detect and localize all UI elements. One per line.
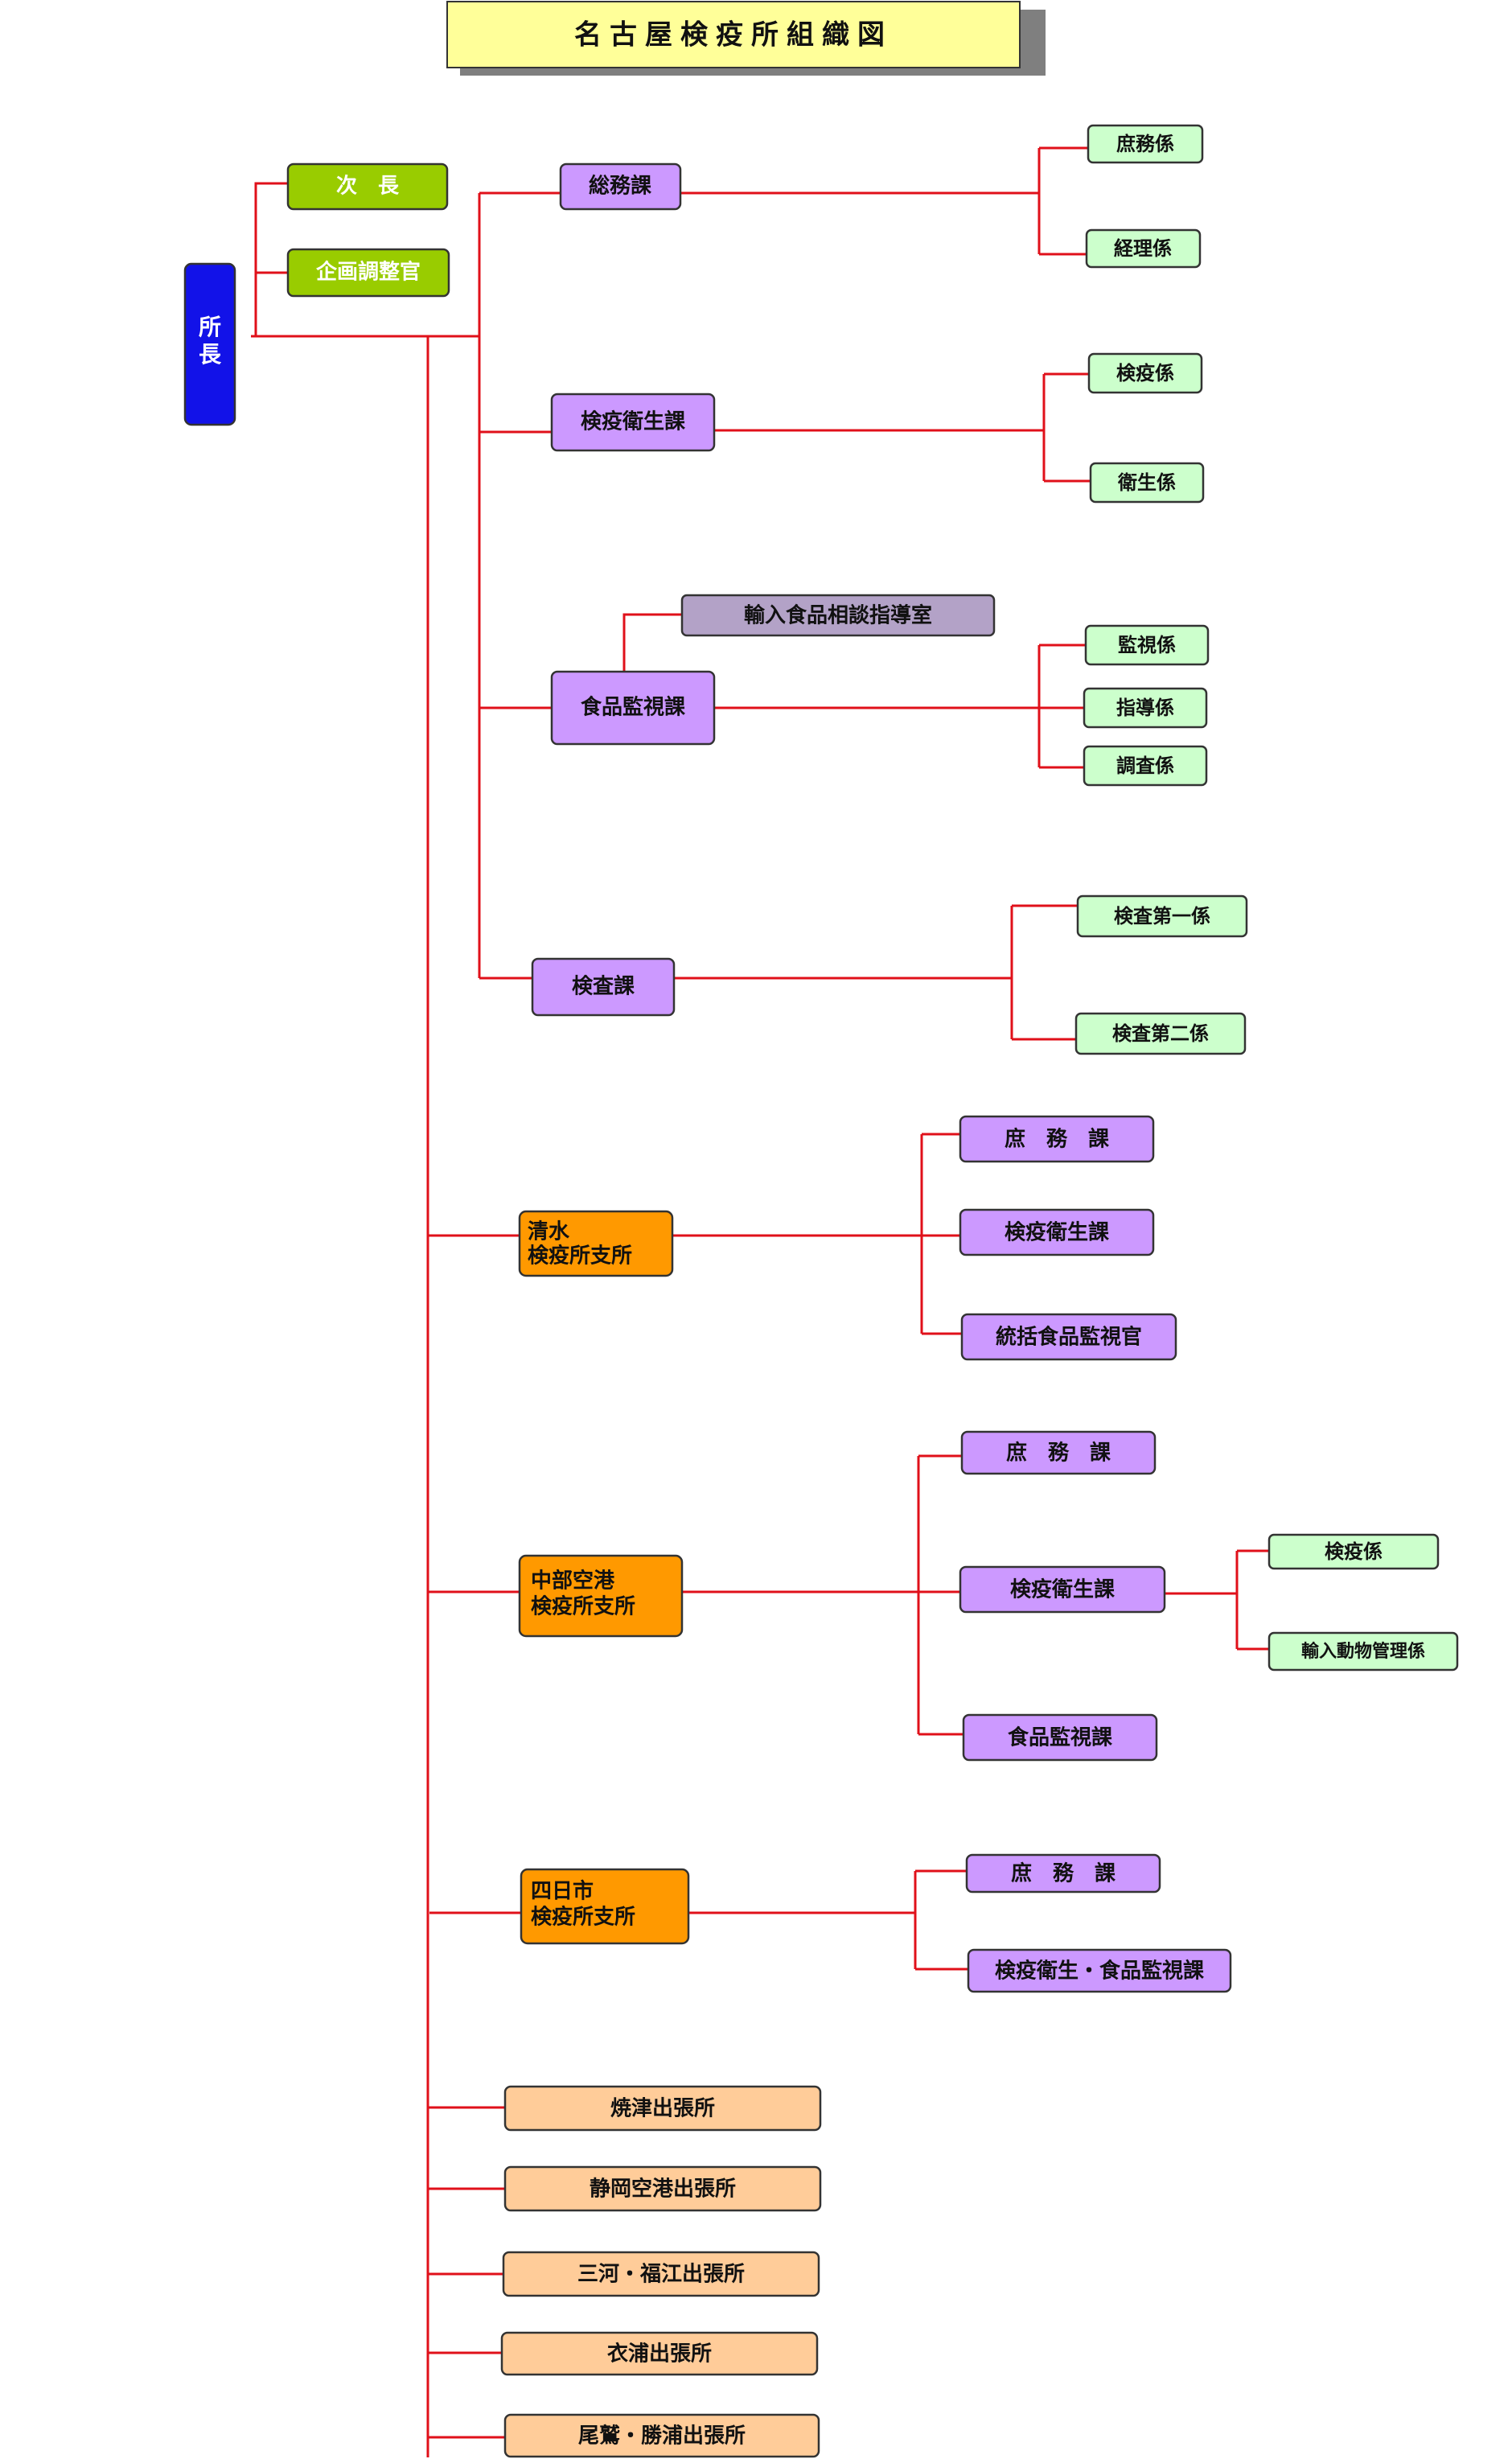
branch-label-2: 検疫所支所 xyxy=(528,1244,632,1269)
section-label: 総務課 xyxy=(589,174,652,199)
section-food-monitoring: 食品監視課 xyxy=(550,670,716,746)
branch-chubu-airport: 中部空港 検疫所支所 xyxy=(518,1554,684,1638)
sub-office-box: 衣浦出張所 xyxy=(500,2331,819,2376)
branch-section-box: 庶 務 課 xyxy=(965,1853,1161,1894)
unit-label: 指導係 xyxy=(1116,697,1174,719)
unit-box: 調査係 xyxy=(1083,745,1208,787)
section-label: 検査課 xyxy=(572,974,635,999)
director-label-2: 長 xyxy=(199,341,222,368)
unit-box: 衛生係 xyxy=(1089,462,1205,504)
sub-office-label: 衣浦出張所 xyxy=(607,2342,712,2366)
unit-label: 輸入動物管理係 xyxy=(1301,1641,1425,1662)
unit-box: 検査第一係 xyxy=(1076,894,1248,938)
branch-section-box: 庶 務 課 xyxy=(959,1115,1155,1163)
branch-label-2: 検疫所支所 xyxy=(531,1905,635,1930)
deputy-director-box: 次 長 xyxy=(286,162,449,211)
section-label: 食品監視課 xyxy=(581,695,686,720)
unit-box: 監視係 xyxy=(1084,624,1210,666)
branch-section-box: 統括食品監視官 xyxy=(960,1313,1177,1361)
section-general-affairs: 総務課 xyxy=(559,162,682,211)
section-label: 検疫衛生課 xyxy=(581,409,686,434)
connector-lines xyxy=(251,146,1269,2457)
branch-section-label: 庶 務 課 xyxy=(1011,1861,1116,1886)
unit-box: 検疫係 xyxy=(1268,1533,1440,1570)
chart-title-text: 名古屋検疫所組織図 xyxy=(574,19,893,51)
deputy-director-label: 次 長 xyxy=(336,175,400,199)
branch-section-box: 検疫衛生課 xyxy=(959,1565,1166,1614)
unit-box: 指導係 xyxy=(1083,687,1208,729)
unit-box: 輸入動物管理係 xyxy=(1268,1631,1459,1672)
unit-label: 検疫係 xyxy=(1116,362,1174,384)
unit-label: 検査第一係 xyxy=(1114,905,1210,927)
section-quarantine-hygiene: 検疫衛生課 xyxy=(550,393,716,452)
branch-label-2: 検疫所支所 xyxy=(531,1594,635,1619)
imported-food-consultation-room: 輸入食品相談指導室 xyxy=(680,594,996,637)
unit-box: 検疫係 xyxy=(1087,352,1203,394)
unit-box: 庶務係 xyxy=(1087,124,1204,164)
planning-officer-box: 企画調整官 xyxy=(286,248,450,298)
branch-shimizu: 清水 検疫所支所 xyxy=(518,1210,674,1277)
sub-office-box: 焼津出張所 xyxy=(503,2085,822,2132)
branch-section-box: 検疫衛生・食品監視課 xyxy=(967,1948,1232,1993)
sub-office-box: 尾鷲・勝浦出張所 xyxy=(503,2413,820,2458)
unit-label: 調査係 xyxy=(1116,755,1174,777)
branch-yokkaichi: 四日市 検疫所支所 xyxy=(520,1868,690,1945)
branch-section-box: 食品監視課 xyxy=(962,1713,1158,1762)
branch-section-label: 庶 務 課 xyxy=(1006,1441,1111,1466)
branch-section-label: 検疫衛生課 xyxy=(1010,1577,1116,1602)
unit-box: 検査第二係 xyxy=(1074,1012,1247,1055)
room-label: 輸入食品相談指導室 xyxy=(744,603,932,628)
branch-section-label: 検疫衛生・食品監視課 xyxy=(995,1959,1205,1984)
section-inspection: 検査課 xyxy=(531,957,676,1017)
unit-label: 検疫係 xyxy=(1325,1540,1383,1563)
sub-office-label: 静岡空港出張所 xyxy=(590,2177,736,2202)
director-box: 所 長 xyxy=(183,262,236,426)
branch-label-1: 四日市 xyxy=(531,1879,594,1904)
sub-office-box: 三河・福江出張所 xyxy=(502,2251,820,2297)
branch-section-label: 統括食品監視官 xyxy=(996,1325,1142,1350)
branch-section-label: 検疫衛生課 xyxy=(1005,1220,1110,1245)
branch-label-1: 清水 xyxy=(528,1220,570,1244)
branch-section-label: 庶 務 課 xyxy=(1005,1127,1110,1152)
unit-label: 検査第二係 xyxy=(1112,1022,1209,1045)
chart-title: 名古屋検疫所組織図 xyxy=(446,1,1046,76)
unit-label: 衛生係 xyxy=(1117,471,1176,494)
sub-office-label: 焼津出張所 xyxy=(610,2097,715,2121)
sub-office-label: 尾鷲・勝浦出張所 xyxy=(578,2424,746,2449)
planning-officer-label: 企画調整官 xyxy=(316,260,421,285)
unit-label: 庶務係 xyxy=(1116,133,1174,155)
branch-label-1: 中部空港 xyxy=(531,1569,615,1593)
unit-label: 経理係 xyxy=(1114,237,1172,260)
branch-section-box: 庶 務 課 xyxy=(960,1430,1157,1475)
sub-office-box: 静岡空港出張所 xyxy=(503,2165,822,2212)
director-label-1: 所 xyxy=(199,314,221,340)
unit-label: 監視係 xyxy=(1118,634,1176,656)
unit-box: 経理係 xyxy=(1085,228,1202,269)
branch-section-label: 食品監視課 xyxy=(1008,1725,1113,1750)
sub-office-label: 三河・福江出張所 xyxy=(577,2263,745,2287)
branch-section-box: 検疫衛生課 xyxy=(959,1208,1155,1256)
